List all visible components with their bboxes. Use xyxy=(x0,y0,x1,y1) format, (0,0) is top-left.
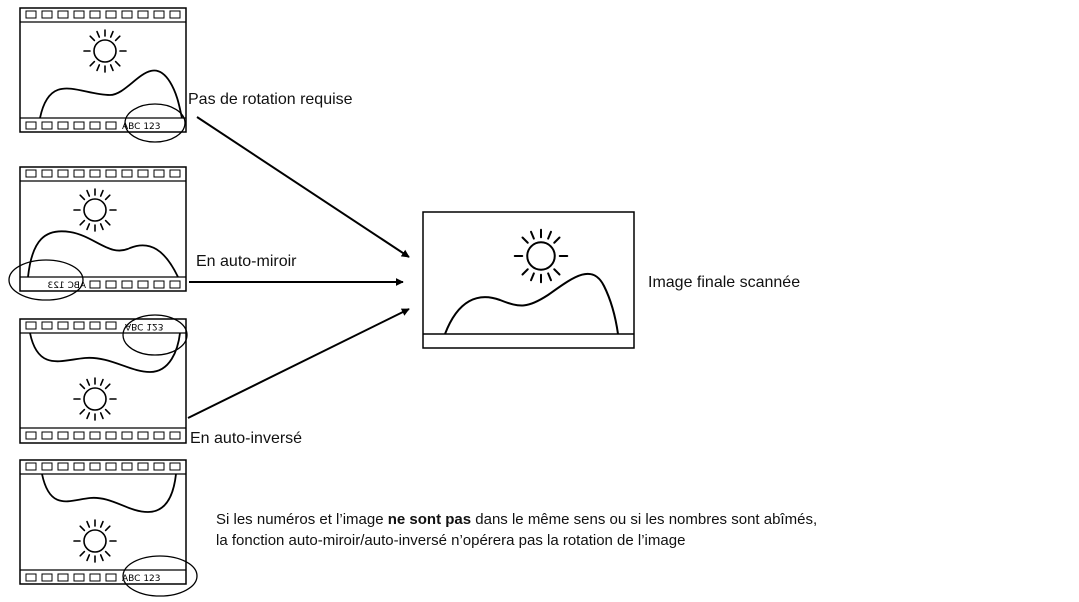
film-frame-invalid: ABC 123 xyxy=(19,459,198,597)
film-frame-icon xyxy=(19,7,187,133)
film-frame-reversed: ABC 123 xyxy=(19,314,188,444)
label-no-rotation: Pas de rotation requise xyxy=(188,91,353,108)
circle-highlight-icon xyxy=(122,555,198,597)
hill-icon xyxy=(444,272,619,335)
film-frame-icon xyxy=(19,318,187,444)
warning-note: Si les numéros et l’image ne sont pas da… xyxy=(216,509,817,551)
frame-number-invalid: ABC 123 xyxy=(122,574,161,584)
frame-number-mirrored: ABC 123 xyxy=(48,281,87,291)
arrow-no-rotation xyxy=(196,116,410,258)
sun-icon xyxy=(73,377,117,421)
warning-note-line1: Si les numéros et l’image ne sont pas da… xyxy=(216,511,818,528)
circle-highlight-icon xyxy=(8,259,84,301)
film-frame-icon xyxy=(19,459,187,585)
hill-icon xyxy=(29,332,181,373)
arrow-auto-reverse xyxy=(187,308,410,419)
hill-icon xyxy=(27,230,179,278)
hill-icon xyxy=(41,473,177,513)
label-auto-mirror: En auto-miroir xyxy=(196,253,297,270)
circle-highlight-icon xyxy=(122,314,188,356)
frame-number-reversed: ABC 123 xyxy=(125,321,164,331)
film-frame-mirrored: ABC 123 xyxy=(8,166,187,301)
sun-icon xyxy=(73,519,117,563)
film-frame-icon xyxy=(19,166,187,292)
label-auto-reverse: En auto-inversé xyxy=(190,430,303,447)
sun-icon xyxy=(83,29,127,73)
circle-highlight-icon xyxy=(124,103,186,143)
warning-note-line2: la fonction auto-miroir/auto-inversé n’o… xyxy=(216,532,686,549)
frame-number-normal: ABC 123 xyxy=(122,122,161,132)
sun-icon xyxy=(513,228,569,284)
film-frame-normal: ABC 123 xyxy=(19,7,187,143)
final-scanned-image xyxy=(422,211,635,349)
sun-icon xyxy=(73,188,117,232)
label-final-image: Image finale scannée xyxy=(648,274,801,291)
hill-icon xyxy=(39,69,183,119)
